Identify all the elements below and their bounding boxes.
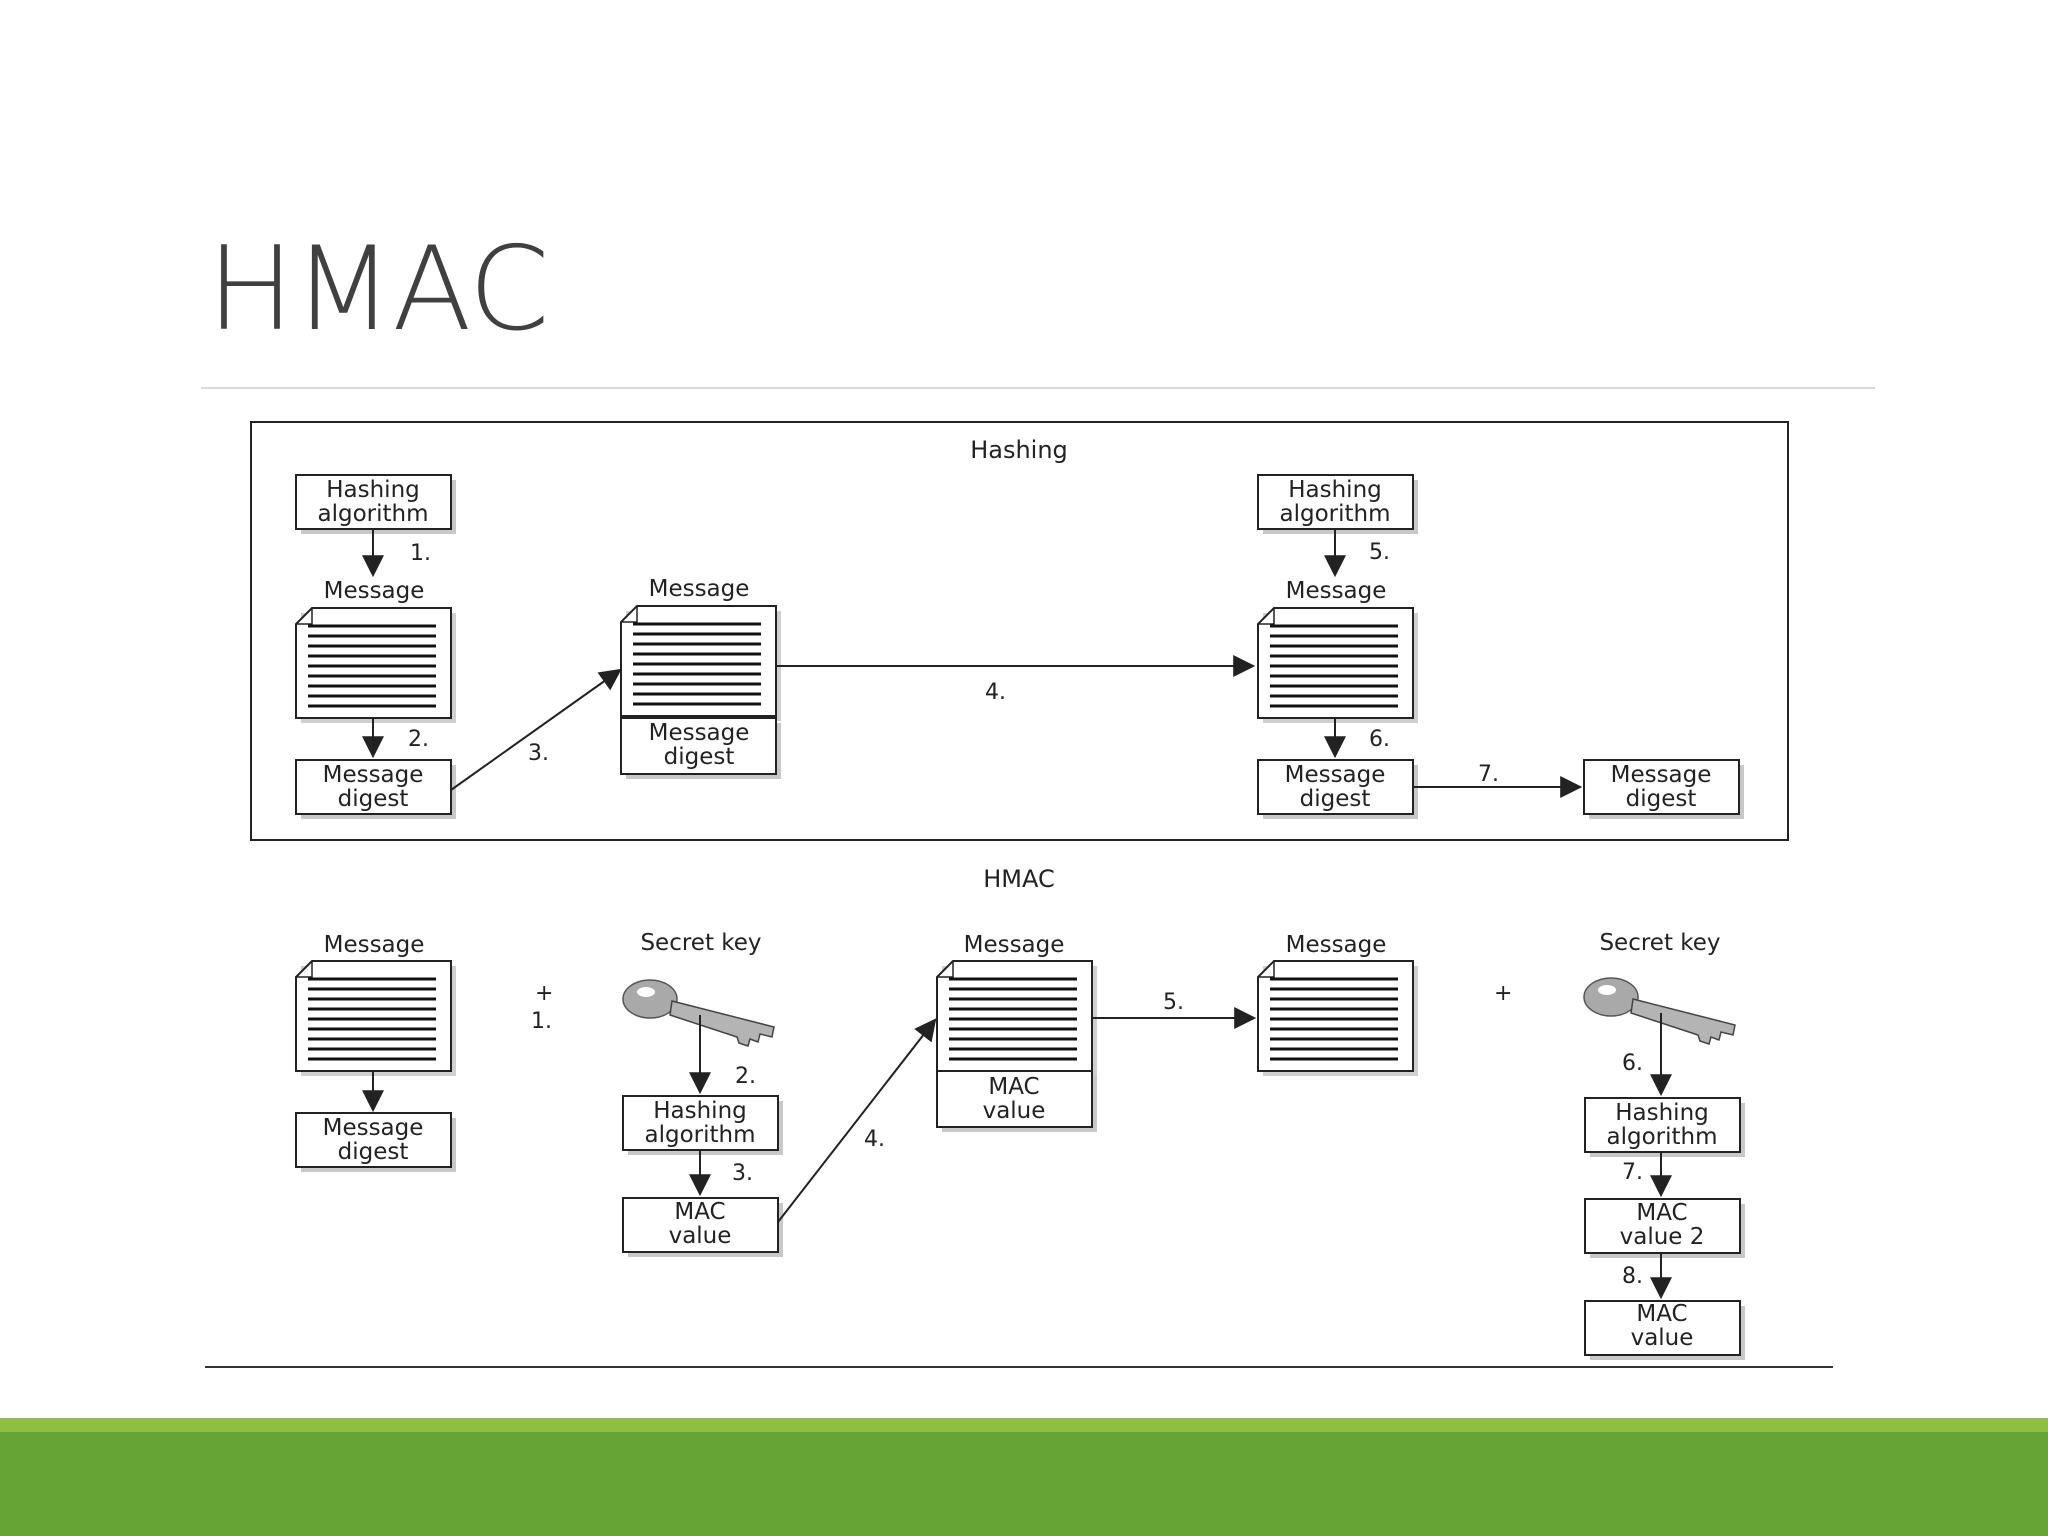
step-label: 4. — [985, 680, 1006, 705]
hmac-message-digest-box: Message digest — [295, 1112, 456, 1172]
svg-text:Message: Message — [1611, 762, 1712, 788]
document-icon — [1258, 961, 1418, 1076]
svg-text:Message: Message — [649, 720, 750, 746]
message-digest-attached: Message digest — [620, 717, 781, 779]
svg-text:digest: digest — [1300, 786, 1371, 812]
step-label: 3. — [732, 1161, 753, 1186]
document-icon — [1258, 608, 1418, 723]
svg-text:value 2: value 2 — [1620, 1224, 1705, 1250]
hashing-frame — [250, 421, 1789, 841]
document-icon — [621, 606, 781, 721]
step-label: 6. — [1622, 1051, 1643, 1076]
hmac-hashing-algorithm-box-2: Hashing algorithm — [1584, 1097, 1745, 1157]
hashing-algorithm-box-2: Hashing algorithm — [1257, 474, 1418, 534]
step-label: 1. — [531, 1009, 552, 1034]
step-label: 5. — [1369, 540, 1390, 565]
step-label: 6. — [1369, 727, 1390, 752]
message-label: Message — [964, 932, 1065, 958]
svg-text:MAC: MAC — [1636, 1200, 1687, 1226]
step-label: 8. — [1622, 1264, 1643, 1289]
step-label: 4. — [864, 1127, 885, 1152]
secret-key-label: Secret key — [640, 930, 761, 956]
footer-band-dark — [0, 1432, 2048, 1536]
hmac-mac-value-box-1: MAC value — [622, 1197, 783, 1257]
svg-text:digest: digest — [664, 744, 735, 770]
hmac-mac-value-attached: MAC value — [936, 1070, 1097, 1132]
key-icon — [622, 979, 775, 1047]
secret-key-label: Secret key — [1599, 930, 1720, 956]
document-icon — [937, 961, 1097, 1076]
svg-text:value: value — [669, 1223, 732, 1249]
message-label: Message — [1286, 578, 1387, 604]
step-label: 5. — [1163, 990, 1184, 1015]
svg-text:algorithm: algorithm — [644, 1122, 755, 1148]
svg-text:value: value — [983, 1098, 1046, 1124]
arrow-icon — [450, 668, 622, 791]
hmac-title: HMAC — [983, 865, 1055, 893]
message-digest-box-2: Message digest — [1257, 759, 1418, 819]
svg-text:Message: Message — [323, 1115, 424, 1141]
document-icon — [296, 608, 456, 723]
svg-text:digest: digest — [338, 786, 409, 812]
hashing-algorithm-box-1: Hashing algorithm — [295, 474, 456, 534]
footer-band-light — [0, 1418, 2048, 1432]
step-label: 7. — [1478, 762, 1499, 787]
message-label: Message — [1286, 932, 1387, 958]
arrow-icon — [777, 1018, 937, 1223]
step-label: 2. — [408, 727, 429, 752]
svg-text:Message: Message — [1285, 762, 1386, 788]
svg-text:algorithm: algorithm — [1279, 501, 1390, 527]
plus-sign: + — [1494, 981, 1512, 1006]
svg-text:Hashing: Hashing — [653, 1098, 747, 1124]
slide-title: HMAC — [207, 222, 550, 357]
hmac-mac-value-2-box: MAC value 2 — [1584, 1198, 1745, 1258]
step-label: 2. — [735, 1064, 756, 1089]
plus-sign: + — [535, 981, 553, 1006]
hmac-hashing-algorithm-box: Hashing algorithm — [622, 1095, 783, 1155]
svg-text:value: value — [1631, 1325, 1694, 1351]
svg-text:algorithm: algorithm — [317, 501, 428, 527]
message-digest-box-1: Message digest — [295, 759, 456, 819]
hmac-mac-value-box-final: MAC value — [1584, 1300, 1745, 1360]
step-label: 3. — [528, 741, 549, 766]
message-label: Message — [649, 576, 750, 602]
document-icon — [296, 961, 456, 1076]
step-label: 1. — [410, 541, 431, 566]
svg-text:MAC: MAC — [674, 1199, 725, 1225]
message-digest-box-3: Message digest — [1583, 759, 1744, 819]
key-icon — [1583, 977, 1736, 1045]
svg-text:Hashing: Hashing — [1615, 1100, 1709, 1126]
svg-text:MAC: MAC — [988, 1074, 1039, 1100]
hashing-title: Hashing — [970, 436, 1068, 464]
step-label: 7. — [1622, 1160, 1643, 1185]
svg-text:Hashing: Hashing — [326, 477, 420, 503]
title-divider — [201, 387, 1875, 389]
svg-text:algorithm: algorithm — [1606, 1124, 1717, 1150]
svg-text:digest: digest — [338, 1139, 409, 1165]
svg-text:digest: digest — [1626, 786, 1697, 812]
svg-text:Message: Message — [323, 762, 424, 788]
message-label: Message — [324, 578, 425, 604]
svg-text:MAC: MAC — [1636, 1301, 1687, 1327]
svg-text:Hashing: Hashing — [1288, 477, 1382, 503]
message-label: Message — [324, 932, 425, 958]
